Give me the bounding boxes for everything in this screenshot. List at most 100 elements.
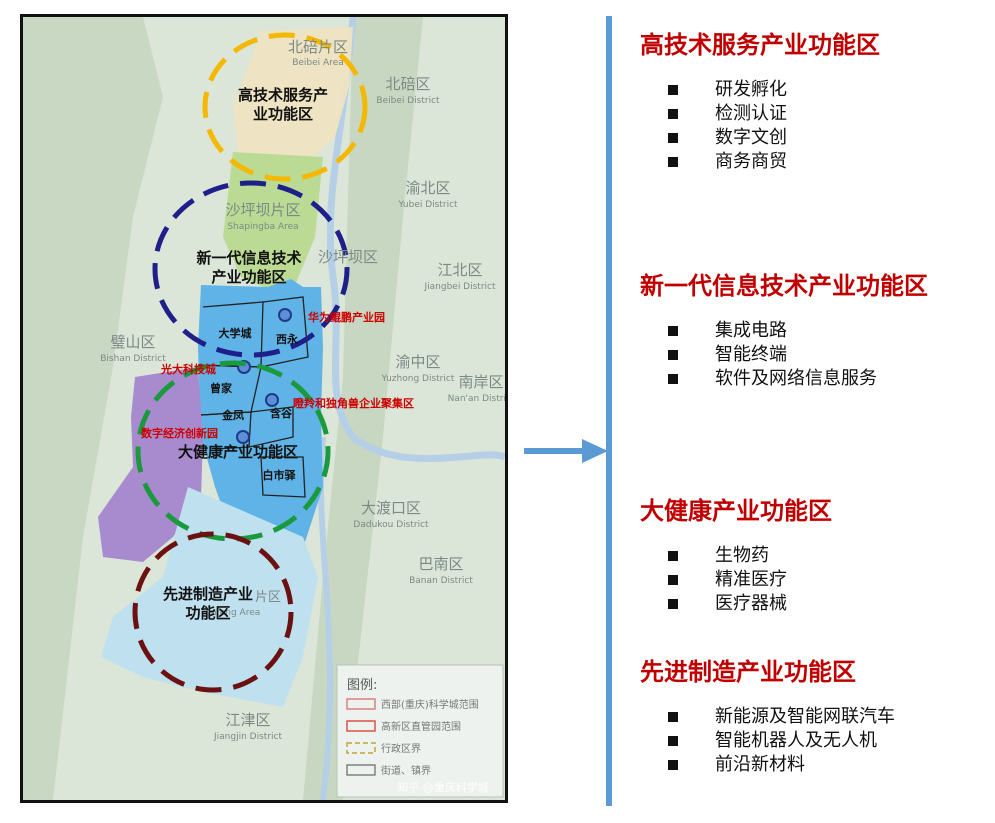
park-marker-digital	[236, 430, 250, 444]
legend-item: 西部(重庆)科学城范围	[381, 698, 479, 711]
park-marker-huawei	[278, 308, 292, 322]
section-title: 先进制造产业功能区	[640, 658, 856, 686]
town-label: 含谷	[269, 406, 293, 420]
bullet-square-icon	[668, 374, 678, 384]
bullet-square-icon	[668, 133, 678, 143]
park-label-huawei: 华为鲲鹏产业园	[308, 310, 385, 324]
watermark: 知乎 @重庆科学城	[397, 780, 489, 794]
section-high-tech: 高技术服务产业功能区 研发孵化 检测认证 数字文创 商务商贸	[640, 30, 880, 174]
map-panel: 北碚片区 Beibei Area 北碚区 Beibei District 渝北区…	[20, 14, 508, 803]
zone-ring-high-tech	[202, 32, 368, 182]
bishan-area	[98, 367, 203, 562]
zone-ring-health	[135, 360, 331, 542]
mountain-ridge-east	[303, 17, 423, 800]
list-item: 医疗器械	[640, 592, 832, 616]
district-label-en: Jiangbei District	[423, 282, 495, 292]
section-next-gen-it: 新一代信息技术产业功能区 集成电路 智能终端 软件及网络信息服务	[640, 271, 928, 391]
bullet-square-icon	[668, 599, 678, 609]
river	[326, 17, 505, 463]
district-label: 大渡口区	[361, 499, 421, 517]
district-label: 璧山区	[110, 333, 155, 351]
district-label: 渝中区	[395, 353, 440, 371]
map-legend: 图例: 西部(重庆)科学城范围 高新区直管园范围 行政区界 街道、镇界	[336, 664, 504, 798]
district-label: 北碚区	[385, 75, 430, 93]
town-label: 曾家	[210, 381, 233, 395]
district-map: 北碚片区 Beibei Area 北碚区 Beibei District 渝北区…	[23, 17, 505, 800]
list-item: 精准医疗	[640, 568, 832, 592]
list-item: 前沿新材料	[640, 753, 895, 777]
section-list: 研发孵化 检测认证 数字文创 商务商贸	[640, 78, 880, 174]
section-list: 生物药 精准医疗 医疗器械	[640, 544, 832, 616]
town-boundaries	[197, 296, 309, 498]
zone-labels: 高技术服务产 业功能区 新一代信息技术 产业功能区 大健康产业功能区 先进制造产…	[163, 86, 328, 622]
district-labels: 北碚片区 Beibei Area 北碚区 Beibei District 渝北区…	[100, 38, 505, 742]
mountain-ridge-west	[23, 17, 163, 800]
district-label-en: Dadukou District	[353, 520, 429, 530]
zone-label-next-gen-it: 新一代信息技术	[196, 249, 301, 267]
zone-label-next-gen-it: 产业功能区	[211, 268, 286, 286]
list-item: 研发孵化	[640, 78, 880, 102]
park-label-gazelle: 瞪羚和独角兽企业聚集区	[293, 396, 414, 410]
legend-swatch-direct-zone	[346, 720, 376, 732]
arrow-right-icon	[524, 439, 608, 463]
legend-swatch-town-boundary	[346, 764, 376, 776]
section-title: 高技术服务产业功能区	[640, 31, 880, 59]
list-item: 商务商贸	[640, 150, 880, 174]
district-label-en: Beibei District	[376, 96, 440, 106]
list-item: 检测认证	[640, 102, 880, 126]
district-label-en: Jinfeng Area	[205, 608, 261, 618]
shapingba-area	[223, 152, 323, 289]
bullet-square-icon	[668, 350, 678, 360]
legend-item: 行政区界	[381, 742, 421, 755]
legend-item: 街道、镇界	[381, 764, 431, 777]
divider-line	[606, 16, 612, 806]
park-label-guangda: 光大科技城	[160, 362, 216, 376]
district-label-en: Bishan District	[100, 354, 166, 364]
park-label-digital: 数字经济创新园	[141, 426, 218, 440]
zone-label-manufacturing: 先进制造产业	[163, 585, 253, 603]
bullet-square-icon	[668, 326, 678, 336]
park-marker-gazelle	[265, 393, 279, 407]
town-label: 西永	[276, 332, 299, 346]
section-title: 新一代信息技术产业功能区	[640, 272, 928, 300]
section-manufacturing: 先进制造产业功能区 新能源及智能网联汽车 智能机器人及无人机 前沿新材料	[640, 657, 895, 777]
list-item: 软件及网络信息服务	[640, 367, 928, 391]
section-list: 新能源及智能网联汽车 智能机器人及无人机 前沿新材料	[640, 705, 895, 777]
district-label-en: Yubei District	[397, 200, 458, 210]
district-label-en: Banan District	[409, 576, 473, 586]
district-label: 巴南区	[418, 555, 463, 573]
legend-title: 图例:	[347, 678, 377, 693]
district-label-en: Yuzhong District	[381, 374, 455, 384]
town-label: 大学城	[219, 326, 252, 340]
district-label-en: Shapingba Area	[227, 222, 298, 232]
list-item: 生物药	[640, 544, 832, 568]
district-label: 渝北区	[405, 179, 450, 197]
list-item: 智能机器人及无人机	[640, 729, 895, 753]
list-item: 数字文创	[640, 126, 880, 150]
section-list: 集成电路 智能终端 软件及网络信息服务	[640, 319, 928, 391]
zone-ring-next-gen-it	[152, 180, 350, 358]
bullet-square-icon	[668, 551, 678, 561]
district-label-en: Jiangjin District	[213, 732, 282, 742]
section-title: 大健康产业功能区	[640, 497, 832, 525]
district-label: 片区	[255, 590, 281, 605]
bullet-square-icon	[668, 575, 678, 585]
district-label: 北碚片区	[288, 38, 348, 56]
bullet-square-icon	[668, 712, 678, 722]
legend-swatch-admin-boundary	[346, 742, 376, 754]
section-health: 大健康产业功能区 生物药 精准医疗 医疗器械	[640, 496, 832, 616]
town-label: 金凤	[221, 408, 244, 422]
legend-swatch-science-city	[346, 698, 376, 710]
district-label: 江北区	[437, 261, 482, 279]
list-item: 新能源及智能网联汽车	[640, 705, 895, 729]
park-labels: 华为鲲鹏产业园 光大科技城 瞪羚和独角兽企业聚集区 数字经济创新园	[141, 310, 414, 440]
district-label: 南岸区	[458, 373, 503, 391]
district-label: 江津区	[225, 711, 270, 729]
beibei-area	[233, 27, 353, 157]
zone-label-health: 大健康产业功能区	[178, 443, 298, 461]
district-label-en: Nan'an District	[448, 394, 505, 404]
zone-label-manufacturing: 功能区	[185, 604, 230, 622]
bullet-square-icon	[668, 760, 678, 770]
town-label: 白市驿	[263, 468, 297, 482]
zone-label-high-tech: 业功能区	[253, 105, 313, 123]
